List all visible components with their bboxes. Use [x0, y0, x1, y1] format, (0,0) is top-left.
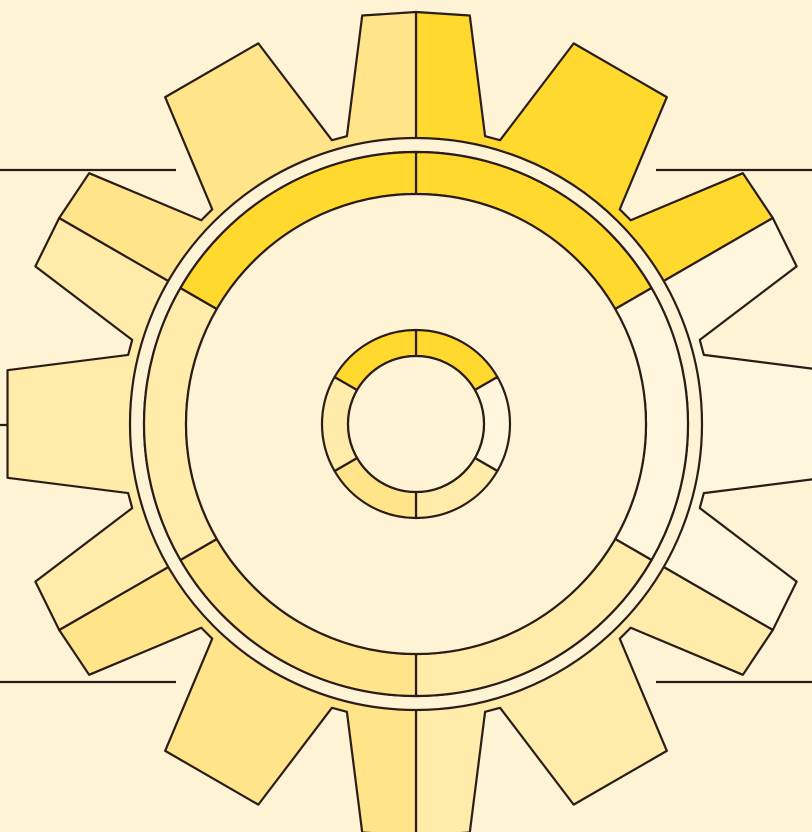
gear-hub-hole: [348, 356, 484, 492]
